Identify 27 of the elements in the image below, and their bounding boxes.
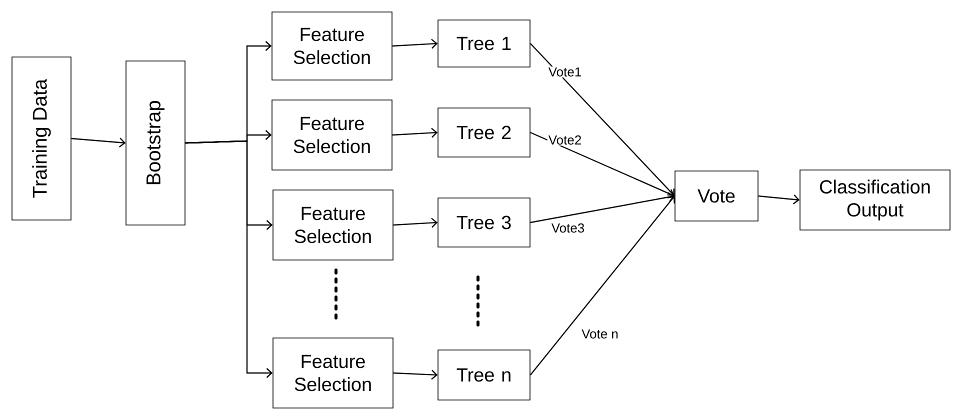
edge-label: Vote2 xyxy=(547,134,583,146)
process-box: Tree 1 xyxy=(438,20,530,68)
arrow xyxy=(393,370,438,380)
arrow xyxy=(530,43,675,196)
arrow xyxy=(758,194,800,204)
arrow xyxy=(530,132,675,198)
process-box: Vote xyxy=(674,170,758,222)
process-box: Tree n xyxy=(438,350,530,400)
arrow xyxy=(530,192,675,224)
arrow xyxy=(185,140,273,378)
edge-label: Vote3 xyxy=(550,222,586,234)
process-box: Tree 3 xyxy=(438,198,530,248)
arrow xyxy=(530,196,676,376)
arrow xyxy=(71,138,126,148)
process-box: Tree 2 xyxy=(438,108,530,158)
edge-label: Vote1 xyxy=(547,66,583,78)
process-box: Feature Selection xyxy=(272,190,394,260)
edge-label: Vote n xyxy=(580,328,620,340)
process-box: Feature Selection xyxy=(272,338,394,408)
process-box: Training Data xyxy=(12,56,72,220)
process-box: Feature Selection xyxy=(272,100,392,170)
arrow xyxy=(393,218,438,228)
process-box: Classification Output xyxy=(800,170,950,230)
arrow xyxy=(392,128,438,138)
arrow xyxy=(392,38,438,49)
process-box: Feature Selection xyxy=(272,12,392,80)
process-box: Bootstrap xyxy=(126,60,186,226)
